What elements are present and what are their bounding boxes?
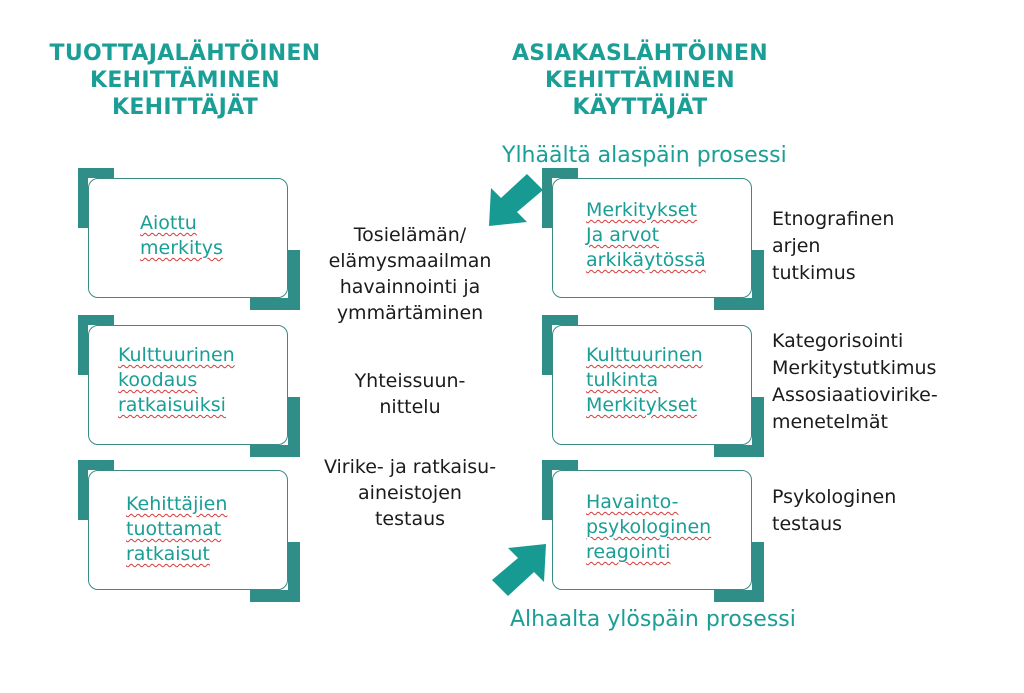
bracket-decoration <box>542 460 552 520</box>
left-heading-line: KEHITTÄMINEN <box>89 68 281 93</box>
right-heading-line: KEHITTÄMINEN <box>544 68 736 93</box>
right-box-perceptual-reaction: Havainto- psykologinen reagointi <box>542 460 764 602</box>
arrow-up-right-icon <box>492 544 546 596</box>
bracket-decoration <box>78 460 88 520</box>
bracket-decoration <box>250 298 300 310</box>
bracket-decoration <box>288 250 300 310</box>
middle-text-line: elämysmaailman <box>328 250 492 272</box>
bracket-decoration <box>752 542 764 602</box>
bracket-decoration <box>288 542 300 602</box>
side-text-line: tutkimus <box>772 262 856 284</box>
middle-text-line: aineistojen <box>358 482 462 504</box>
box-label-line: Kulttuurinen <box>586 344 703 366</box>
box-label: Havainto- psykologinen reagointi <box>586 490 711 565</box>
bracket-decoration <box>78 168 114 178</box>
bracket-decoration <box>288 397 300 457</box>
bracket-decoration <box>752 397 764 457</box>
side-text-line: Assosiaatiovirike- <box>772 384 938 406</box>
right-heading: ASIAKASLÄHTÖINEN KEHITTÄMINEN KÄYTTÄJÄT <box>490 40 790 121</box>
bracket-decoration <box>542 460 578 470</box>
box-label-line: Kulttuurinen <box>118 344 235 366</box>
side-text-categorization: Kategorisointi Merkitystutkimus Assosiaa… <box>772 328 938 436</box>
bracket-decoration <box>714 590 764 602</box>
right-heading-line: ASIAKASLÄHTÖINEN <box>511 41 768 66</box>
bracket-decoration <box>714 445 764 457</box>
left-box-cultural-coding: Kulttuurinen koodaus ratkaisuiksi <box>78 315 300 457</box>
box-frame <box>552 178 752 298</box>
box-label-line: reagointi <box>586 541 671 563</box>
bracket-decoration <box>250 590 300 602</box>
box-label-line: koodaus <box>118 369 198 391</box>
middle-text-observation: Tosielämän/ elämysmaailman havainnointi … <box>300 222 520 326</box>
bracket-decoration <box>78 315 88 375</box>
middle-text-testing: Virike- ja ratkaisu- aineistojen testaus <box>295 454 525 532</box>
left-box-intended-meaning: Aiottu merkitys <box>78 168 300 310</box>
box-label-line: Kehittäjien <box>126 493 228 515</box>
box-label: Aiottu merkitys <box>140 211 223 261</box>
box-label: Kulttuurinen tulkinta Merkitykset <box>586 343 703 418</box>
bracket-decoration <box>752 250 764 310</box>
bracket-decoration <box>250 445 300 457</box>
bracket-decoration <box>714 298 764 310</box>
bracket-decoration <box>78 315 114 325</box>
side-text-line: Merkitystutkimus <box>772 357 937 379</box>
bracket-decoration <box>78 168 88 228</box>
box-frame <box>88 178 288 298</box>
bracket-decoration <box>78 460 114 470</box>
box-frame <box>552 325 752 445</box>
box-frame <box>88 325 288 445</box>
box-label-line: Merkitykset <box>586 394 697 416</box>
side-text-ethnography: Etnografinen arjen tutkimus <box>772 206 894 287</box>
box-label: Kulttuurinen koodaus ratkaisuiksi <box>118 343 235 418</box>
bracket-decoration <box>542 315 578 325</box>
box-frame <box>552 470 752 590</box>
left-box-developer-solutions: Kehittäjien tuottamat ratkaisut <box>78 460 300 602</box>
middle-text-codesign: Yhteissuun- nittelu <box>300 368 520 420</box>
box-label-line: arkikäytössä <box>586 249 706 271</box>
box-label-line: ratkaisuiksi <box>118 394 226 416</box>
middle-text-line: Virike- ja ratkaisu- <box>323 456 497 478</box>
middle-text-line: nittelu <box>379 396 441 418</box>
box-label-line: Merkitykset <box>586 199 697 221</box>
box-label-line: psykologinen <box>586 516 712 538</box>
left-heading-line: KEHITTÄJÄT <box>111 95 259 120</box>
right-box-meanings-values: Merkitykset Ja arvot arkikäytössä <box>542 168 764 310</box>
box-label-line: Havainto- <box>586 491 679 513</box>
side-text-line: Etnografinen <box>772 208 895 230</box>
box-frame <box>88 470 288 590</box>
box-label-line: Aiottu <box>140 212 197 234</box>
middle-text-line: havainnointi ja <box>339 276 481 298</box>
bracket-decoration <box>542 168 552 228</box>
side-text-line: menetelmät <box>772 411 888 433</box>
bracket-decoration <box>542 168 578 178</box>
box-label: Kehittäjien tuottamat ratkaisut <box>126 492 227 567</box>
left-heading-line: TUOTTAJALÄHTÖINEN <box>49 41 321 66</box>
arrow-down-left-icon <box>489 174 543 226</box>
box-label: Merkitykset Ja arvot arkikäytössä <box>586 198 706 273</box>
side-text-line: Psykologinen <box>772 486 897 508</box>
middle-text-line: Tosielämän/ <box>353 224 467 246</box>
side-text-line: Kategorisointi <box>772 330 904 352</box>
box-label-line: merkitys <box>140 237 223 259</box>
bottom-process-label: Alhaalta ylöspäin prosessi <box>510 607 796 632</box>
middle-text-line: Yhteissuun- <box>354 370 466 392</box>
middle-text-line: ymmärtäminen <box>336 302 484 324</box>
box-label-line: ratkaisut <box>126 543 210 565</box>
side-text-line: arjen <box>772 235 821 257</box>
side-text-psychological: Psykologinen testaus <box>772 484 896 538</box>
box-label-line: Ja arvot <box>586 224 660 246</box>
middle-text-line: testaus <box>374 508 446 530</box>
bracket-decoration <box>542 315 552 375</box>
top-process-label: Ylhäältä alaspäin prosessi <box>502 143 787 168</box>
right-heading-line: KÄYTTÄJÄT <box>572 95 708 120</box>
right-box-cultural-interpretation: Kulttuurinen tulkinta Merkitykset <box>542 315 764 457</box>
left-heading: TUOTTAJALÄHTÖINEN KEHITTÄMINEN KEHITTÄJÄ… <box>30 40 340 121</box>
box-label-line: tuottamat <box>126 518 222 540</box>
side-text-line: testaus <box>772 513 843 535</box>
box-label-line: tulkinta <box>586 369 659 391</box>
